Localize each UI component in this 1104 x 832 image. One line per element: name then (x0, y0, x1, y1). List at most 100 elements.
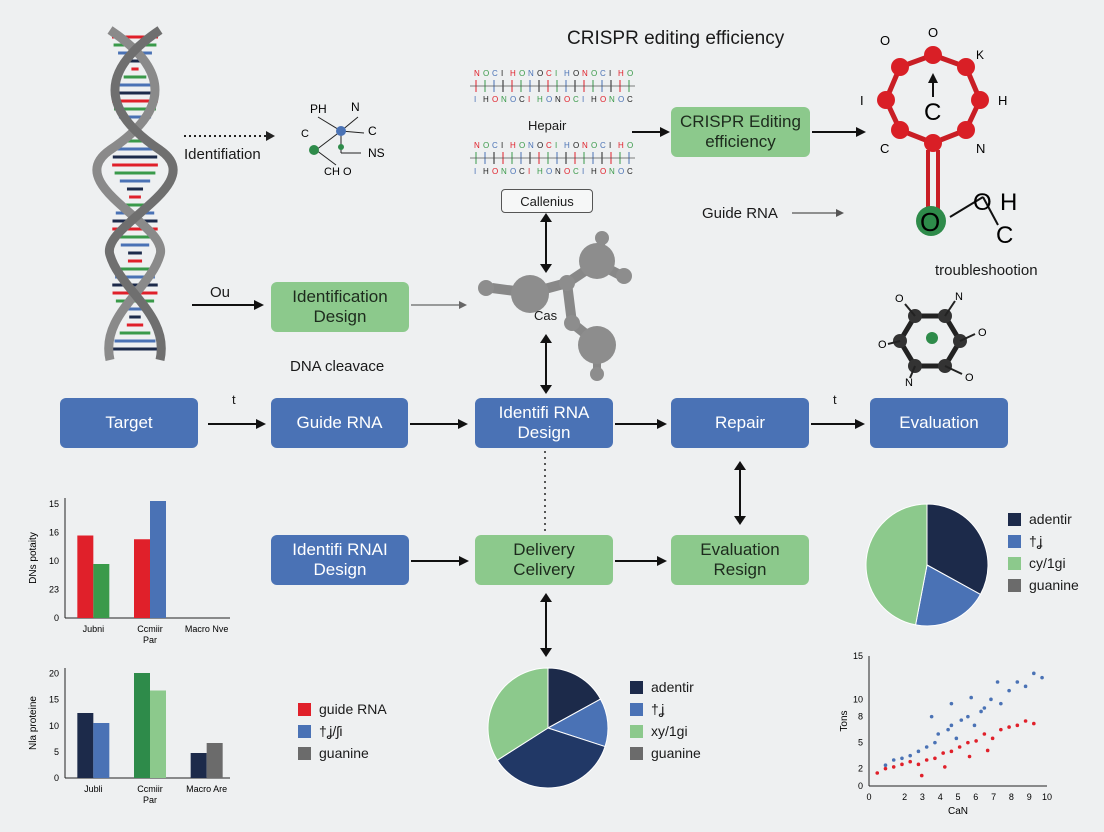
scatter-point (949, 701, 954, 706)
legend-swatch (298, 702, 311, 716)
scatter-point (972, 723, 977, 728)
svg-text:N: N (351, 100, 360, 114)
identification-design-node[interactable]: Identification Design (271, 282, 409, 332)
scatter-point (982, 732, 987, 736)
svg-text:H: H (998, 93, 1007, 108)
bar (134, 673, 150, 778)
scatter-point (908, 759, 913, 764)
sequence-glyph: O (492, 167, 498, 176)
scatter-point (1007, 725, 1011, 729)
sequence-glyph: H (510, 141, 516, 150)
legend-label: guanine (651, 745, 701, 761)
evaluation-node[interactable]: Evaluation (870, 398, 1008, 448)
sequence-glyph: O (510, 167, 516, 176)
target-node[interactable]: Target (60, 398, 198, 448)
sequence-glyph: H (564, 141, 570, 150)
sequence-glyph: I (528, 167, 530, 176)
sequence-glyph: N (609, 167, 615, 176)
scatter-point (1007, 688, 1011, 693)
scatter-point (933, 756, 937, 761)
scatter-point (908, 753, 913, 758)
sequence-glyph: H (537, 95, 543, 104)
identification-label: Identifiation (184, 146, 261, 163)
sequence-glyph: C (573, 95, 579, 104)
svg-text:N: N (955, 291, 963, 303)
bar (150, 501, 166, 618)
callenius-box: Callenius (501, 189, 593, 213)
scatter-point (941, 751, 945, 755)
sequence-glyph: N (555, 95, 561, 104)
bar (77, 535, 94, 618)
legend-swatch (630, 746, 643, 760)
x-tick-label: 4 (938, 792, 943, 802)
evaluation-resign-node[interactable]: Evaluation Resign (671, 535, 809, 585)
legend-item: xy/1gi (630, 720, 701, 742)
svg-text:PH: PH (310, 102, 327, 116)
sequence-glyph: C (492, 69, 498, 78)
legend-swatch (1008, 534, 1021, 548)
repair-resign-arrow (734, 461, 746, 525)
crispr-editing-node[interactable]: CRISPR Editing efficiency (671, 107, 810, 157)
scatter-point (974, 739, 978, 743)
x-tick-label: 2 (902, 792, 907, 802)
bar (93, 723, 110, 778)
sequence-glyph: N (582, 69, 588, 78)
svg-text:O: O (895, 293, 904, 305)
legend-label: adentir (1029, 511, 1072, 527)
scatter-point (985, 748, 990, 753)
sequence-glyph: O (627, 69, 633, 78)
scatter-point (924, 745, 929, 749)
svg-text:N: N (905, 377, 913, 389)
bar (206, 743, 223, 778)
svg-text:C: C (301, 128, 309, 140)
scatter-point (891, 765, 896, 769)
svg-text:C: C (996, 222, 1013, 249)
x-tick-label: Jubni (83, 624, 105, 634)
sequence-glyph: H (618, 69, 624, 78)
dna-helix-illustration (92, 26, 178, 361)
legend-swatch (630, 724, 643, 738)
sequence-glyph: O (591, 69, 597, 78)
legend-item: guanine (1008, 574, 1079, 596)
sequence-glyph: I (582, 95, 584, 104)
svg-text:O: O (928, 25, 938, 40)
scatter-point (1015, 723, 1020, 728)
svg-text:O: O (878, 339, 887, 351)
sequence-glyph: N (528, 141, 534, 150)
scatter-point (943, 765, 947, 769)
y-tick-label: 5 (54, 747, 59, 757)
legend-swatch (298, 724, 311, 738)
cas-label: Cas (534, 308, 558, 323)
delivery-node[interactable]: Delivery Celivery (475, 535, 613, 585)
repair-node[interactable]: Repair (671, 398, 809, 448)
scatter-point (954, 736, 959, 741)
svg-text:CH O: CH O (324, 166, 352, 178)
identi-rnai-design-node[interactable]: Identifi RNAI Design (271, 535, 409, 585)
y-tick-label: 2 (858, 764, 863, 774)
x-tick-label: 7 (991, 792, 996, 802)
sequence-glyph: N (501, 167, 507, 176)
sequence-glyph: O (564, 95, 570, 104)
svg-text:K: K (976, 48, 984, 62)
y-tick-label: 5 (858, 738, 863, 748)
svg-text:NS: NS (368, 146, 385, 160)
sequence-glyph: N (528, 69, 534, 78)
scatter-point (946, 727, 950, 732)
sequence-glyph: H (483, 167, 489, 176)
y-tick-label: 15 (49, 695, 59, 705)
dna-cleavage-label: DNA cleavace (290, 358, 385, 375)
x-tick-label: Macro Nve (185, 624, 229, 634)
svg-text:O: O (973, 189, 992, 216)
scatter-point (875, 771, 880, 775)
guide-rna-node[interactable]: Guide RNA (271, 398, 408, 448)
x-axis-label: CaN (948, 806, 968, 817)
scatter-point (883, 763, 888, 767)
sequence-glyph: I (501, 69, 503, 78)
x-tick-label: Jubli (84, 784, 103, 794)
identi-rna-design-node[interactable]: Identifi RNA Design (475, 398, 613, 448)
sequence-glyph: I (501, 141, 503, 150)
